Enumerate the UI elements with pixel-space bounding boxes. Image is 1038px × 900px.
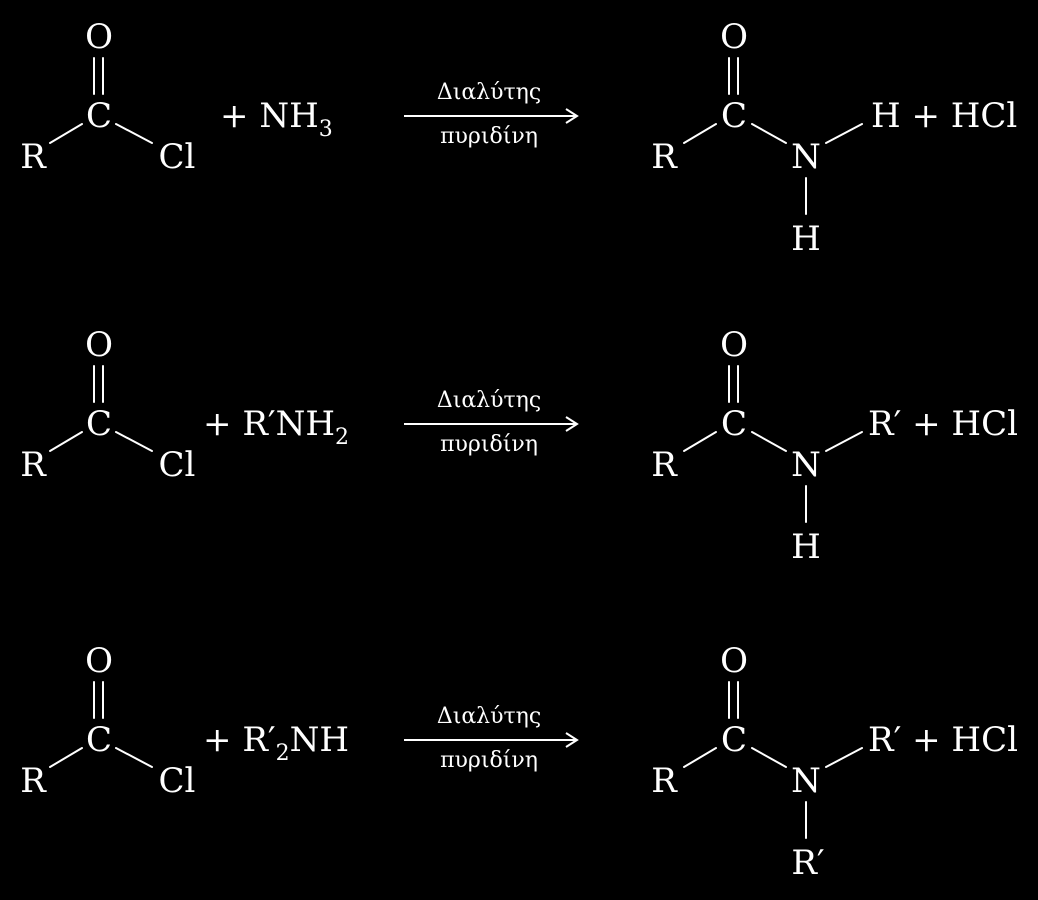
arrow-head xyxy=(565,108,579,124)
r-group: R xyxy=(20,761,47,801)
bond-n-right xyxy=(825,123,863,144)
r-group: R xyxy=(20,445,47,485)
chlorine: Cl xyxy=(159,761,196,801)
n-substituent-right: R′ + HCl xyxy=(868,404,1018,444)
reagent-ammonia: + NH3 xyxy=(220,96,333,142)
product-amide: O C R N R′ + HCl R′ xyxy=(651,641,1018,883)
reactant-acyl-chloride: O C R Cl xyxy=(20,325,195,485)
carbonyl-oxygen: O xyxy=(720,17,748,57)
reagent-primary-amine: + R′NH2 xyxy=(203,404,349,450)
reactant-acyl-chloride: O C R Cl xyxy=(20,641,195,801)
bond-c-n xyxy=(751,431,787,452)
r-group: R xyxy=(651,137,678,177)
bond-c-n xyxy=(751,747,787,768)
condition-solvent: Διαλύτης xyxy=(437,388,541,413)
carbonyl-oxygen: O xyxy=(85,641,113,681)
bond-c-n xyxy=(751,123,787,144)
bond-c-cl xyxy=(115,123,153,144)
carbonyl-oxygen: O xyxy=(720,325,748,365)
carbonyl-carbon: C xyxy=(721,720,747,760)
r-group: R xyxy=(651,445,678,485)
bond-c-r xyxy=(49,123,83,144)
byproduct-hcl: + HCl xyxy=(912,404,1018,444)
reaction-2: O C R Cl + R′NH2 Διαλύτης πυριδίνη O C R… xyxy=(20,325,1018,567)
condition-pyridine: πυριδίνη xyxy=(440,432,538,457)
reaction-arrow: Διαλύτης πυριδίνη xyxy=(404,388,579,457)
n-substituent-down: H xyxy=(791,527,821,567)
byproduct-hcl: + HCl xyxy=(911,96,1017,136)
bond-c-cl xyxy=(115,431,153,452)
condition-pyridine: πυριδίνη xyxy=(440,124,538,149)
bond-n-right xyxy=(825,747,863,768)
reaction-1: O C R Cl + NH3 Διαλύτης πυριδίνη O C R xyxy=(20,17,1017,259)
carbonyl-carbon: C xyxy=(721,96,747,136)
byproduct-hcl: + HCl xyxy=(912,720,1018,760)
nitrogen: N xyxy=(791,445,821,485)
bond-c-r xyxy=(683,747,717,768)
carbonyl-oxygen: O xyxy=(85,17,113,57)
carbonyl-carbon: C xyxy=(86,720,112,760)
reagent-secondary-amine: + R′2NH xyxy=(203,720,349,766)
carbonyl-carbon: C xyxy=(86,96,112,136)
bond-c-r xyxy=(49,747,83,768)
condition-solvent: Διαλύτης xyxy=(437,80,541,105)
carbonyl-carbon: C xyxy=(721,404,747,444)
bond-c-r xyxy=(683,123,717,144)
n-substituent-down: R′ xyxy=(791,843,824,883)
chlorine: Cl xyxy=(159,137,196,177)
reaction-arrow: Διαλύτης πυριδίνη xyxy=(404,704,579,773)
product-amide: O C R N H + HCl H xyxy=(651,17,1017,259)
r-group: R xyxy=(651,761,678,801)
reactant-acyl-chloride: O C R Cl xyxy=(20,17,195,177)
product-amide: O C R N R′ + HCl H xyxy=(651,325,1018,567)
arrow-head xyxy=(565,416,579,432)
carbonyl-oxygen: O xyxy=(720,641,748,681)
condition-pyridine: πυριδίνη xyxy=(440,748,538,773)
bond-c-r xyxy=(683,431,717,452)
n-substituent-down: H xyxy=(791,219,821,259)
reaction-3: O C R Cl + R′2NH Διαλύτης πυριδίνη O C R… xyxy=(20,641,1018,883)
n-substituent-right: H + HCl xyxy=(871,96,1017,136)
bond-c-r xyxy=(49,431,83,452)
chlorine: Cl xyxy=(159,445,196,485)
r-group: R xyxy=(20,137,47,177)
condition-solvent: Διαλύτης xyxy=(437,704,541,729)
nitrogen: N xyxy=(791,761,821,801)
bond-n-right xyxy=(825,431,863,452)
carbonyl-carbon: C xyxy=(86,404,112,444)
arrow-head xyxy=(565,732,579,748)
bond-c-cl xyxy=(115,747,153,768)
nitrogen: N xyxy=(791,137,821,177)
carbonyl-oxygen: O xyxy=(85,325,113,365)
n-substituent-right: R′ + HCl xyxy=(868,720,1018,760)
reaction-arrow: Διαλύτης πυριδίνη xyxy=(404,80,579,149)
